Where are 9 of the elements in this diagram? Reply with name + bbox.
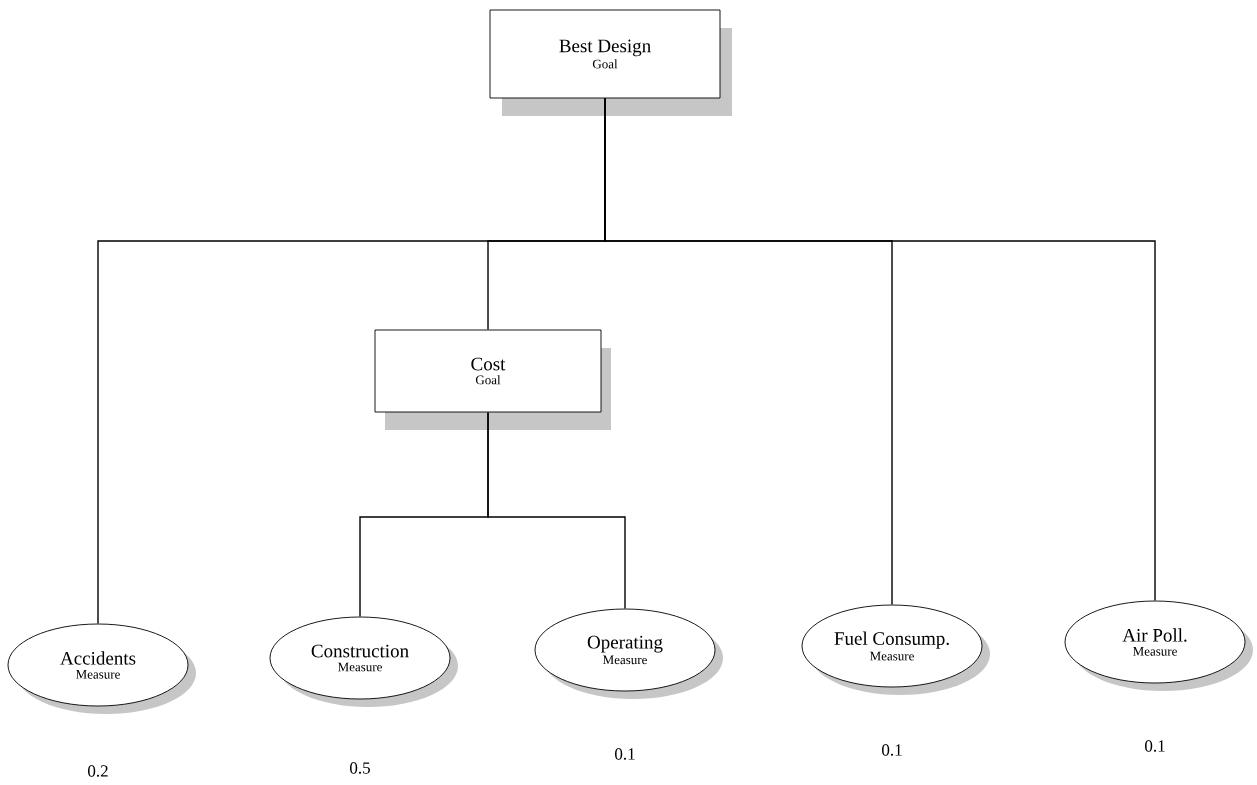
weight-value: 0.1 xyxy=(882,744,902,756)
goal-box: Best Design Goal xyxy=(489,9,732,116)
weight-value: 0.2 xyxy=(88,765,108,777)
connector-line xyxy=(604,97,1156,602)
weight-value: 0.1 xyxy=(615,748,635,760)
connector-line xyxy=(487,411,626,610)
weight-value: 0.5 xyxy=(350,762,370,774)
weight-value: 0.1 xyxy=(1145,740,1165,752)
goal-box: Cost Goal xyxy=(374,329,611,430)
